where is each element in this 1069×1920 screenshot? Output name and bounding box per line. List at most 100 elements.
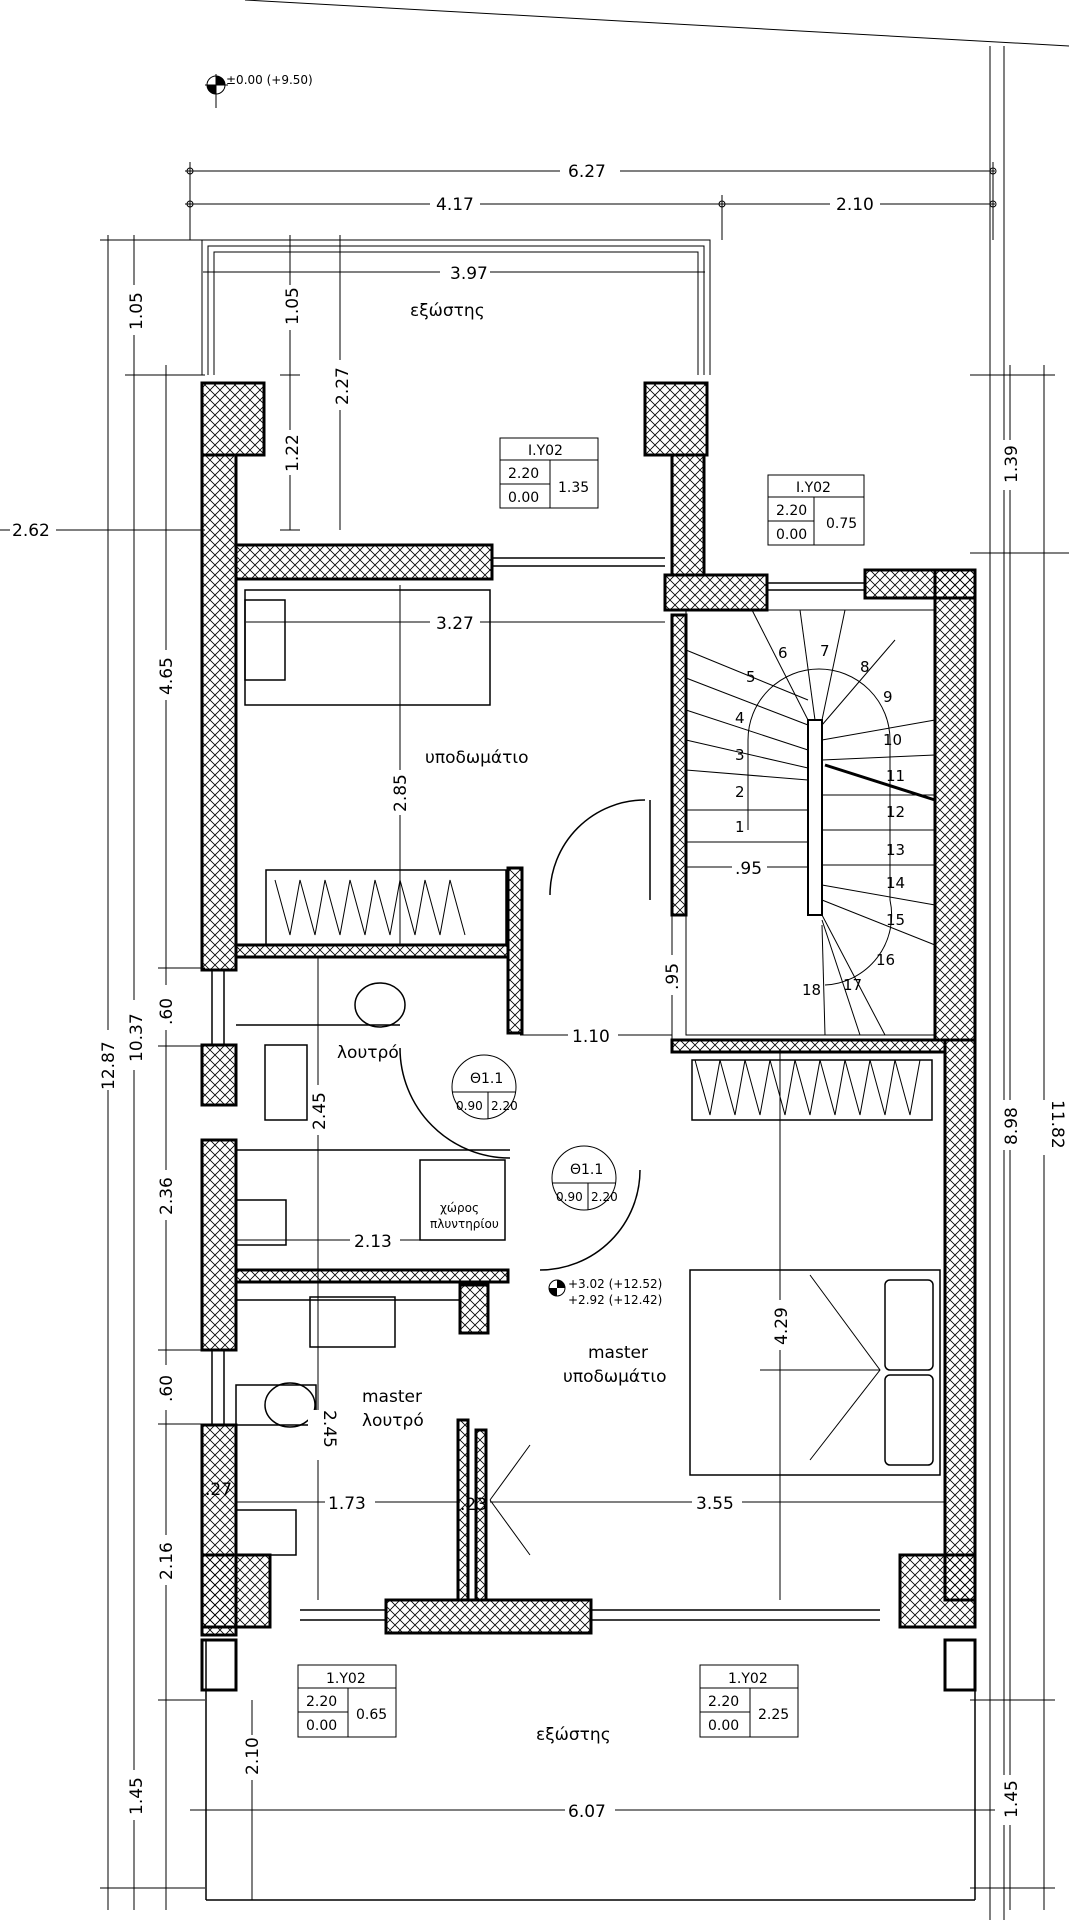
dim-top-total: 6.27	[568, 162, 606, 182]
dim-left-145: 1.45	[127, 1777, 147, 1815]
svg-text:Θ1.1: Θ1.1	[470, 1071, 503, 1087]
dim-level-262: 2.62	[12, 521, 50, 541]
stair-step: 5	[746, 668, 756, 686]
stair-step: 7	[820, 642, 830, 660]
dim-left-105: 1.05	[127, 292, 147, 330]
door-tag: Θ1.1 0.90 2.20	[451, 1054, 518, 1120]
svg-text:2.20: 2.20	[591, 1190, 618, 1204]
dim-left-60a: .60	[157, 998, 177, 1025]
level-label: ±0.00 (+9.50)	[226, 73, 313, 87]
dim-master-bath-depth: 2.45	[319, 1410, 339, 1448]
balcony-top-outline	[201, 239, 711, 375]
site-boundary	[244, 0, 1069, 1920]
svg-text:2.20: 2.20	[708, 1694, 739, 1710]
dim-laundry-width: 2.13	[354, 1232, 392, 1252]
walls	[200, 381, 977, 1692]
svg-text:0.65: 0.65	[356, 1707, 387, 1723]
stair-step: 8	[860, 658, 870, 676]
dim-master-width: 3.55	[696, 1494, 734, 1514]
dim-corridor-width: 1.10	[572, 1027, 610, 1047]
stair-step-numbers: 1 2 3 4 5 6 7 8 9 10 11 12 13 14 15 16 1…	[735, 642, 905, 999]
svg-text:Θ1.1: Θ1.1	[570, 1162, 603, 1178]
svg-text:2.20: 2.20	[508, 466, 539, 482]
window-tag: 1.Y02 2.20 0.00 0.65	[297, 1664, 397, 1738]
stair-step: 9	[883, 688, 893, 706]
dim-corridor-v: .95	[663, 963, 683, 990]
dim-left-60b: .60	[157, 1375, 177, 1402]
dim-right-898: 8.98	[1002, 1107, 1022, 1145]
stair-step: 18	[802, 981, 821, 999]
stair-step: 17	[843, 976, 862, 994]
dim-left-1287: 12.87	[99, 1041, 119, 1090]
stair-step: 12	[886, 803, 905, 821]
room-master-bedroom-2: υποδωμάτιο	[563, 1367, 667, 1387]
stair-step: 13	[886, 841, 905, 859]
dim-lines-left	[0, 235, 341, 1910]
svg-text:1.Y02: 1.Y02	[728, 1671, 768, 1687]
room-balcony-top: εξώστης	[410, 301, 485, 321]
dim-inner-227: 2.27	[333, 367, 353, 405]
svg-text:0.00: 0.00	[508, 490, 539, 506]
door-tag: Θ1.1 0.90 2.20	[551, 1145, 618, 1211]
stair-step: 3	[735, 746, 745, 764]
svg-text:0.90: 0.90	[456, 1099, 483, 1113]
dim-stair-width: .95	[735, 859, 762, 879]
stair-step: 1	[735, 818, 745, 836]
dim-bottom-balcony: 2.10	[243, 1737, 263, 1775]
stair-step: 10	[883, 731, 902, 749]
dim-small-27: .27	[205, 1480, 232, 1500]
dim-left-465: 4.65	[157, 657, 177, 695]
dim-balcony-width: 3.97	[450, 264, 488, 284]
room-balcony-bottom: εξώστης	[536, 1725, 611, 1745]
room-master-bedroom-1: master	[588, 1343, 648, 1363]
dim-right-139: 1.39	[1002, 445, 1022, 483]
svg-text:0.00: 0.00	[708, 1718, 739, 1734]
level-marker-mid: +3.02 (+12.52) +2.92 (+12.42)	[548, 1277, 662, 1307]
stair-step: 14	[886, 874, 905, 892]
level-label-b: +2.92 (+12.42)	[568, 1293, 662, 1307]
dim-right-1182: 11.82	[1047, 1100, 1067, 1149]
room-bedroom: υποδωμάτιο	[425, 748, 529, 768]
dim-left-1037: 10.37	[127, 1013, 147, 1062]
dim-top-right: 2.10	[836, 195, 874, 215]
svg-text:2.20: 2.20	[776, 503, 807, 519]
svg-text:0.75: 0.75	[826, 516, 857, 532]
window-tag: I.Y02 2.20 0.00 1.35	[499, 437, 599, 509]
dim-right-145: 1.45	[1002, 1780, 1022, 1818]
stair-step: 4	[735, 709, 745, 727]
staircase	[685, 609, 937, 1036]
dim-left-236: 2.36	[157, 1177, 177, 1215]
dim-bedroom-width: 3.27	[436, 614, 474, 634]
window-tag: 1.Y02 2.20 0.00 2.25	[699, 1664, 799, 1738]
room-bathroom: λουτρό	[337, 1043, 399, 1063]
room-master-bath-2: λουτρό	[362, 1411, 424, 1431]
dim-master-depth: 4.29	[772, 1307, 792, 1345]
dim-small-23: .23	[460, 1495, 487, 1515]
svg-text:0.00: 0.00	[776, 527, 807, 543]
dim-master-bath-width: 1.73	[328, 1494, 366, 1514]
svg-text:I.Y02: I.Y02	[796, 480, 831, 496]
dim-bath-depth: 2.45	[310, 1092, 330, 1130]
svg-text:0.00: 0.00	[306, 1718, 337, 1734]
window-tag: I.Y02 2.20 0.00 0.75	[767, 474, 865, 546]
stair-step: 6	[778, 644, 788, 662]
dim-top-left: 4.17	[436, 195, 474, 215]
svg-text:0.90: 0.90	[556, 1190, 583, 1204]
svg-text:1.Y02: 1.Y02	[326, 1671, 366, 1687]
stair-step: 2	[735, 783, 745, 801]
room-master-bath-1: master	[362, 1387, 422, 1407]
svg-text:I.Y02: I.Y02	[528, 443, 563, 459]
stair-step: 15	[886, 911, 905, 929]
dim-inner-105: 1.05	[283, 287, 303, 325]
room-laundry-line2: πλυντηρίου	[430, 1217, 499, 1231]
svg-text:1.35: 1.35	[558, 480, 589, 496]
stair-step: 16	[876, 951, 895, 969]
dim-bottom-total: 6.07	[568, 1802, 606, 1822]
stair-step: 11	[886, 767, 905, 785]
svg-text:2.25: 2.25	[758, 1707, 789, 1723]
dim-inner-122: 1.22	[283, 434, 303, 472]
level-marker: ±0.00 (+9.50)	[205, 73, 313, 108]
dim-left-216: 2.16	[157, 1542, 177, 1580]
svg-text:2.20: 2.20	[491, 1099, 518, 1113]
